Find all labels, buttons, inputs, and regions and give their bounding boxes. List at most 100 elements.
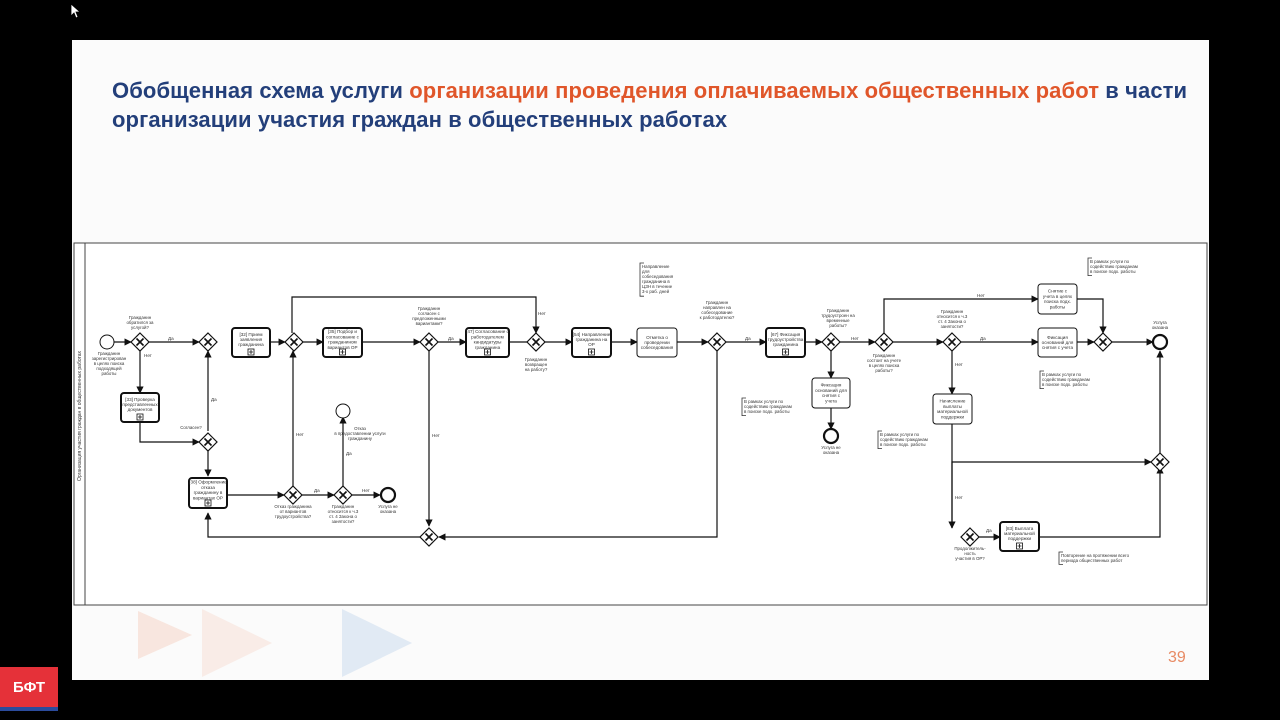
start-event: [99, 334, 115, 350]
gateway-options: [419, 332, 439, 352]
gateway-merge: [284, 332, 304, 352]
gateway-service-request: [130, 332, 150, 352]
flow-yes-label: Да: [346, 451, 352, 456]
end-provided: [1151, 333, 1169, 351]
flow-no-label: Нет: [432, 433, 441, 438]
exclusive-gateway-icon: [135, 337, 145, 347]
flow-yes-label: Да: [168, 336, 174, 341]
gateway-consent: [198, 332, 218, 352]
bpmn-diagram: Организация участия граждан в общественн…: [73, 242, 1208, 606]
gateway-registered: [874, 332, 894, 352]
end-not-provided-1: [822, 427, 840, 445]
gateway-agree-label: Согласен?: [180, 425, 202, 430]
flow-no-label: Нет: [362, 488, 371, 493]
lane-label: Организация участия граждан в общественн…: [77, 350, 83, 481]
annotation-bracket: [1087, 257, 1092, 276]
flow-no-label: Нет: [977, 293, 986, 298]
gateway-duration: [960, 527, 980, 547]
gateway-final: [1093, 332, 1113, 352]
mouse-cursor-icon: [70, 3, 80, 19]
annotation-bracket: [877, 430, 882, 449]
flow-yes-label: Да: [314, 488, 320, 493]
exclusive-gateway-icon: [424, 532, 434, 542]
flow-no-label: Нет: [851, 336, 860, 341]
gateway-law2: [333, 485, 353, 505]
bft-logo: БФТ: [0, 667, 58, 711]
flow-yes-label: Да: [745, 336, 751, 341]
flow-no-label: Нет: [955, 362, 964, 367]
flow-no-label: Нет: [296, 432, 305, 437]
exclusive-gateway-icon: [288, 490, 298, 500]
end-not-provided-2: [379, 486, 397, 504]
title-part1: Обобщенная схема услуги: [112, 78, 410, 103]
exclusive-gateway-icon: [203, 437, 213, 447]
sequence-flows: [114, 295, 1164, 541]
annotation-bracket: [1058, 551, 1063, 565]
annotation-bracket: [741, 397, 746, 416]
flow-yes-label: Да: [986, 528, 992, 533]
gateway-law: [942, 332, 962, 352]
gateway-return: [1150, 452, 1170, 472]
page-number: 39: [1168, 649, 1186, 666]
flow-yes-label: Да: [448, 336, 454, 341]
annotation-bracket: [639, 262, 644, 297]
gateway-refusal: [283, 485, 303, 505]
exclusive-gateway-icon: [965, 532, 975, 542]
gateway-merge-bottom: [419, 527, 439, 547]
exclusive-gateway-icon: [826, 337, 836, 347]
presentation-slide: Обобщенная схема услуги организации пров…: [72, 40, 1209, 680]
exclusive-gateway-icon: [879, 337, 889, 347]
exclusive-gateway-icon: [289, 337, 299, 347]
exclusive-gateway-icon: [338, 490, 348, 500]
exclusive-gateway-icon: [424, 337, 434, 347]
exclusive-gateway-icon: [1098, 337, 1108, 347]
slide-title: Обобщенная схема услуги организации пров…: [112, 76, 1192, 134]
decorative-arrows: [138, 609, 412, 677]
exclusive-gateway-icon: [531, 337, 541, 347]
end-refusal: [335, 403, 351, 419]
